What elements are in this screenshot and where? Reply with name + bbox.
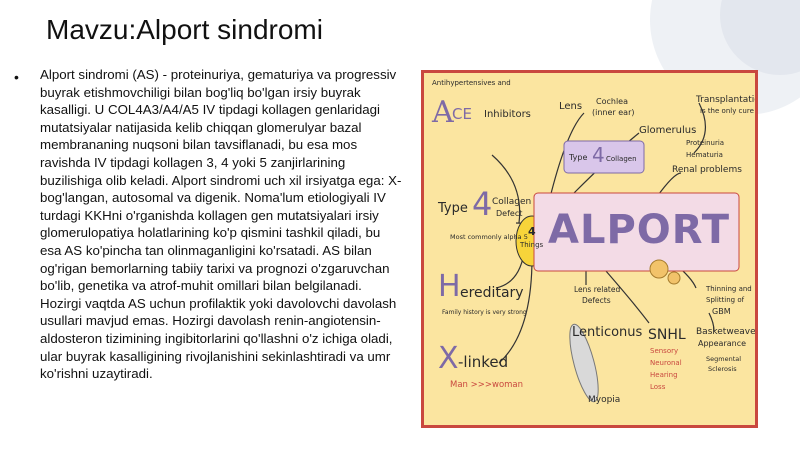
ig-inner-ear: (inner ear) bbox=[592, 108, 635, 117]
ig-splitting: Splitting of bbox=[706, 296, 745, 304]
ig-renal-problems: Renal problems bbox=[672, 165, 742, 175]
ig-neuronal: Neuronal bbox=[650, 359, 682, 367]
infographic-arrows bbox=[491, 102, 740, 403]
ig-alport-title: ALPORT bbox=[548, 207, 731, 253]
ig-defects: Defects bbox=[582, 296, 611, 305]
ig-cochlea: Cochlea bbox=[596, 97, 628, 106]
ig-lenticonus: Lenticonus bbox=[572, 325, 643, 340]
ig-appearance: Appearance bbox=[698, 339, 747, 348]
arrow-to-hereditary bbox=[495, 252, 525, 289]
ig-type4-box-collagen: Collagen bbox=[606, 155, 637, 163]
ig-hereditary-rest: ereditary bbox=[460, 285, 524, 301]
ig-ace-inhibitors: Inhibitors bbox=[484, 109, 531, 120]
ear-icon-small bbox=[667, 271, 681, 285]
ig-xlinked-rest: -linked bbox=[458, 353, 509, 371]
ig-transplantation: Transplantation bbox=[696, 95, 755, 105]
ear-icon bbox=[649, 259, 669, 279]
ig-xlinked-x: X bbox=[438, 341, 459, 376]
arrow-to-transplant bbox=[693, 102, 706, 154]
ig-four-things-label: Things bbox=[520, 241, 544, 249]
ig-myopia: Myopia bbox=[588, 395, 621, 405]
ig-family-history: Family history is very strong bbox=[442, 309, 527, 316]
lens-shape-icon bbox=[569, 323, 599, 403]
ig-basketweave: Basketweave bbox=[696, 327, 756, 337]
ig-hematuria: Hematuria bbox=[686, 151, 723, 159]
ig-type4-number: 4 bbox=[472, 185, 493, 223]
bullet-dot: • bbox=[14, 69, 19, 85]
ig-hearing: Hearing bbox=[650, 371, 678, 379]
ig-type4-box-type: Type bbox=[569, 153, 588, 162]
ig-type4-box-number: 4 bbox=[592, 143, 605, 167]
type4-collagen-box bbox=[563, 140, 645, 174]
alport-infographic: Antihypertensives and A CE Inhibitors Le… bbox=[421, 70, 758, 428]
ig-segmental: Segmental bbox=[706, 355, 742, 363]
ig-loss: Loss bbox=[650, 383, 666, 391]
ig-lens: Lens bbox=[559, 101, 583, 112]
arrow-to-ace bbox=[491, 154, 521, 224]
arrow-to-xlinked bbox=[498, 257, 533, 364]
ig-man-woman: Man >>>woman bbox=[450, 380, 524, 390]
body-paragraph: Alport sindromi (AS) - proteinuriya, gem… bbox=[40, 67, 402, 382]
ig-type4-collagen: Collagen bbox=[492, 197, 532, 207]
ig-lens-related: Lens related bbox=[574, 285, 621, 294]
ig-most-common: Most commonly alpha 5 bbox=[450, 233, 528, 241]
alport-banner bbox=[533, 192, 740, 272]
bullet-item: • Alport sindromi (AS) - proteinuriya, g… bbox=[14, 66, 404, 383]
slide-title: Mavzu:Alport sindromi bbox=[46, 14, 323, 45]
ig-sensory: Sensory bbox=[650, 347, 679, 355]
ig-hereditary-h: H bbox=[438, 269, 461, 304]
ig-type4-defect: Defect bbox=[496, 209, 523, 218]
ig-sclerosis: Sclerosis bbox=[708, 365, 737, 373]
ig-only-cure: is the only cure bbox=[700, 107, 754, 115]
ig-antihypertensives: Antihypertensives and bbox=[432, 79, 511, 87]
ig-proteinuria: Proteinuria bbox=[686, 139, 725, 147]
ig-type4-type: Type bbox=[438, 201, 468, 216]
ig-four-things-number: 4 bbox=[528, 225, 536, 238]
ig-snhl: SNHL bbox=[648, 327, 686, 343]
ig-gbm: GBM bbox=[712, 307, 731, 316]
arrow-to-basketweave bbox=[708, 312, 715, 332]
ig-ace-ce: CE bbox=[452, 105, 472, 123]
ig-thinning: Thinning and bbox=[706, 285, 752, 293]
ig-glomerulus: Glomerulus bbox=[639, 125, 697, 136]
ig-ace-a: A bbox=[432, 95, 454, 130]
